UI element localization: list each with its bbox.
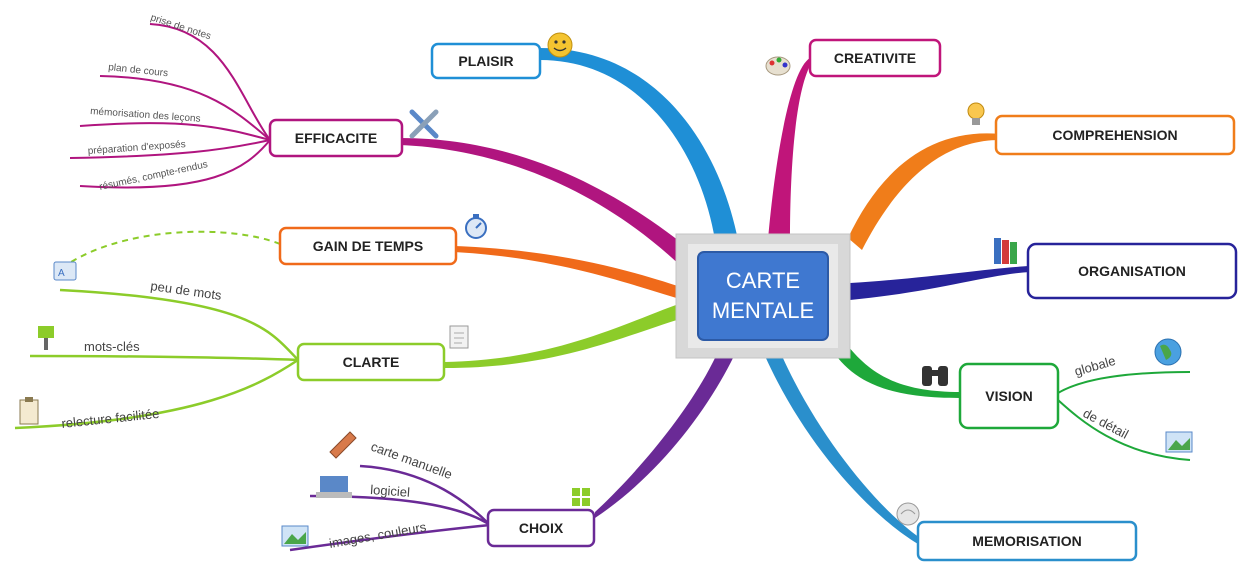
grid-icon: [572, 488, 590, 506]
connector-vision: [838, 342, 960, 398]
branch-efficacite[interactable]: EFFICACITE: [268, 118, 404, 158]
efficacite-leaf-lines: [69, 23, 271, 189]
branch-gain-de-temps[interactable]: GAIN DE TEMPS: [278, 226, 458, 266]
center-node[interactable]: CARTE MENTALE: [675, 233, 851, 359]
computer-icon: [316, 476, 352, 498]
leaf-relecture: relecture facilitée: [61, 406, 160, 431]
branch-efficacite-label: EFFICACITE: [295, 130, 377, 146]
brain-icon: [896, 502, 920, 526]
leaf-images-couleurs: images, couleurs: [328, 519, 428, 551]
stopwatch-icon: [465, 214, 487, 239]
smiley-icon: [547, 32, 573, 58]
connector-plaisir: [540, 48, 738, 240]
branch-plaisir-label: PLAISIR: [458, 53, 513, 69]
connector-memorisation: [765, 356, 920, 544]
palette-icon: [765, 56, 791, 76]
branch-organisation[interactable]: ORGANISATION: [1026, 242, 1238, 300]
branch-plaisir[interactable]: PLAISIR: [430, 42, 542, 80]
branch-clarte-label: CLARTE: [343, 354, 400, 370]
connector-creativite: [768, 58, 812, 240]
leaf-mots-cles: mots-clés: [84, 339, 140, 354]
branch-comprehension-label: COMPREHENSION: [1052, 127, 1177, 143]
branch-vision-label: VISION: [985, 388, 1032, 404]
branch-memorisation-label: MEMORISATION: [972, 533, 1081, 549]
vision-leaf-lines: [1057, 371, 1191, 461]
lightbulb-icon: [967, 102, 985, 125]
branch-memorisation[interactable]: MEMORISATION: [916, 520, 1138, 562]
translate-icon: A: [53, 261, 77, 281]
branch-gain-label: GAIN DE TEMPS: [313, 238, 423, 254]
connector-comprehension: [848, 133, 1000, 250]
globe-icon: [1154, 338, 1182, 366]
clarte-leaf-lines: [14, 288, 299, 430]
binoculars-icon: [922, 366, 948, 386]
pencil-icon: [329, 431, 357, 459]
tools-icon: [409, 109, 439, 139]
branch-choix-label: CHOIX: [519, 520, 564, 536]
center-title-line1: CARTE: [726, 268, 800, 293]
branch-organisation-label: ORGANISATION: [1078, 263, 1186, 279]
branch-comprehension[interactable]: COMPREHENSION: [994, 114, 1236, 156]
leaf-prise-de-notes: prise de notes: [149, 12, 212, 42]
connector-gain: [454, 246, 690, 302]
clipboard-icon: [19, 397, 39, 425]
connector-organisation: [850, 266, 1030, 300]
image-icon: [281, 525, 309, 547]
branch-vision[interactable]: VISION: [958, 362, 1060, 430]
leaf-resumes: résumés, compte-rendus: [98, 159, 208, 193]
connector-choix: [595, 356, 734, 518]
branch-creativite-label: CREATIVITE: [834, 50, 916, 66]
center-title-line2: MENTALE: [712, 298, 814, 323]
branch-clarte[interactable]: CLARTE: [296, 342, 446, 382]
connector-clarte: [445, 300, 690, 368]
signpost-icon: [38, 326, 54, 350]
leaf-memorisation-lecons: mémorisation des leçons: [90, 106, 201, 125]
books-icon: [994, 238, 1017, 264]
document-icon: [449, 325, 469, 349]
picture-icon: [1165, 431, 1193, 453]
branch-creativite[interactable]: CREATIVITE: [808, 38, 942, 78]
gain-dashed-link: [61, 230, 281, 269]
branch-choix[interactable]: CHOIX: [486, 508, 596, 548]
leaf-logiciel: logiciel: [370, 482, 411, 500]
svg-text:A: A: [58, 268, 65, 279]
leaf-globale: globale: [1073, 353, 1117, 379]
